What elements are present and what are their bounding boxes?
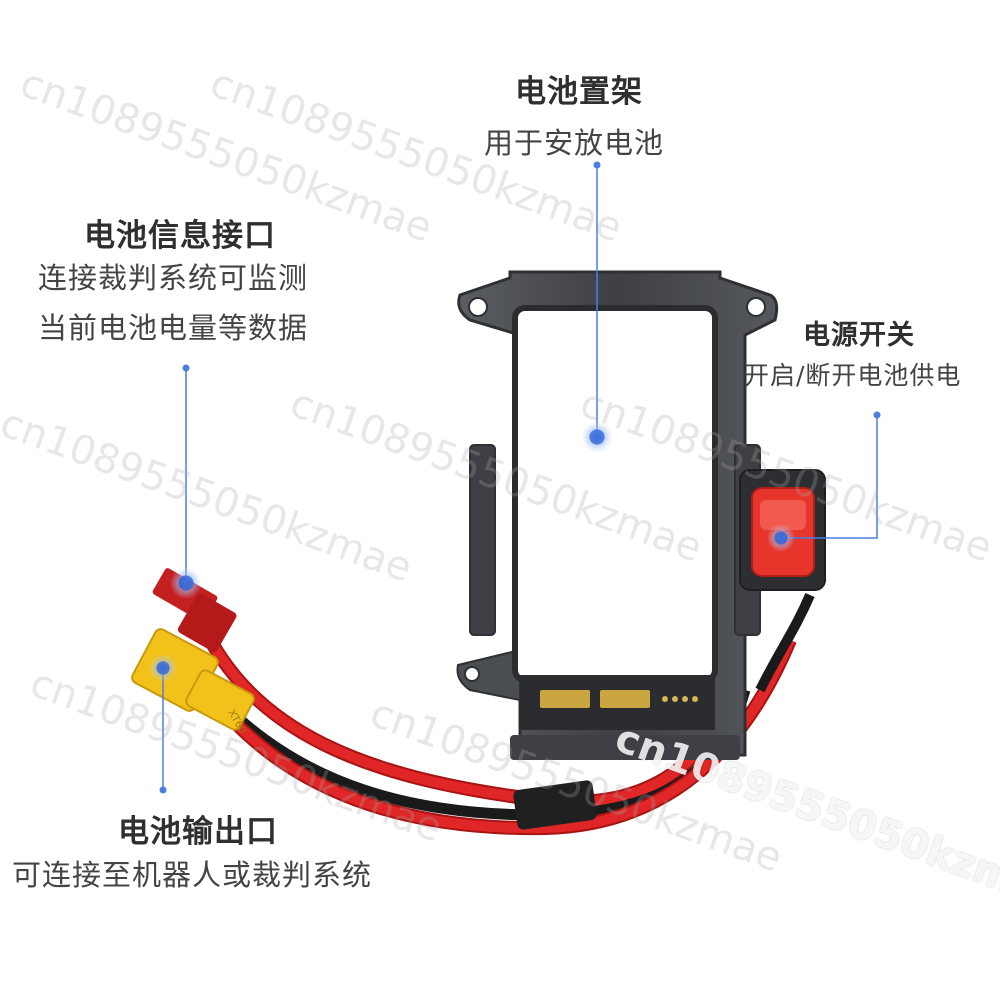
switch-marker-dot [767,524,795,552]
holder-leader-end-dot [593,161,601,169]
switch-leader-line [781,415,878,539]
output-leader-end-dot [159,786,167,794]
callout-power-switch-desc: 开启/断开电池供电 [744,356,961,396]
holder-title: 电池置架 [515,74,643,110]
output-port-desc: 可连接至机器人或裁判系统 [12,858,373,892]
output-marker-dot [149,654,177,682]
info-port-title: 电池信息接口 [84,218,276,254]
callout-output-port-desc: 可连接至机器人或裁判系统 [12,850,372,900]
info-port-desc-line-2: 当前电池电量等数据 [38,311,309,345]
info-port-marker-dot [170,567,202,599]
holder-desc: 用于安放电池 [484,126,665,160]
switch-leader-end-dot [873,411,881,419]
callout-battery-holder-desc-wrap: 用于安放电池 [484,118,664,168]
callout-info-port: 电池信息接口 [84,210,276,255]
info-port-leader-end-dot [182,364,190,372]
output-port-title: 电池输出口 [118,814,278,850]
power-switch-title: 电源开关 [803,320,915,351]
leader-lines [162,165,878,790]
info-port-desc-line-1: 连接裁判系统可监测 [38,261,309,295]
power-switch-desc: 开启/断开电池供电 [744,361,962,390]
markers [149,161,881,794]
callout-power-switch: 电源开关 [803,313,915,352]
holder-marker-dot [581,421,613,453]
battery-frame [456,270,779,760]
callout-info-port-desc: 连接裁判系统可监测 当前电池电量等数据 [38,253,308,353]
callout-output-port: 电池输出口 [118,806,278,851]
